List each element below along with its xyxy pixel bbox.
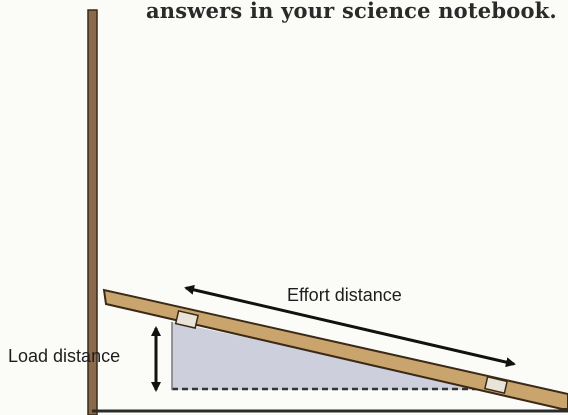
effort-distance-label: Effort distance: [287, 285, 402, 305]
vertical-post: [87, 9, 98, 415]
load-distance-label: Load distance: [8, 346, 121, 366]
effort-distance-arrow: [184, 284, 516, 368]
instruction-text: answers in your science notebook.: [146, 0, 557, 23]
block-bottom: [484, 376, 508, 394]
